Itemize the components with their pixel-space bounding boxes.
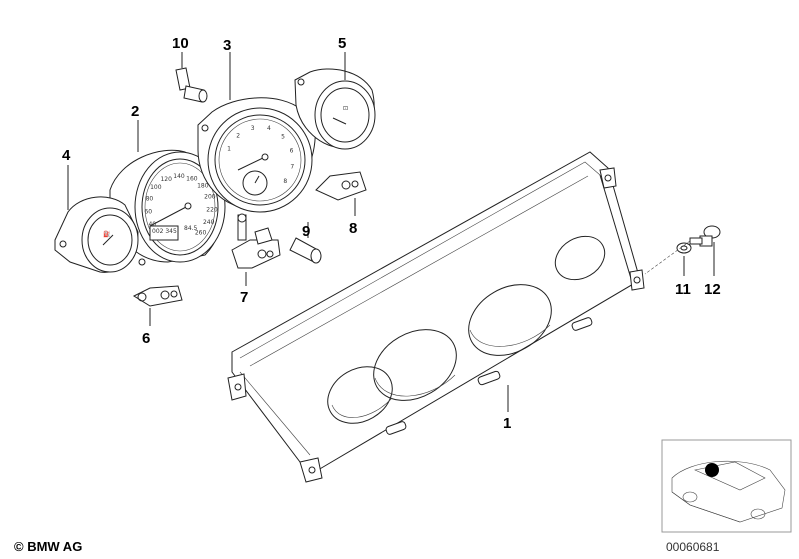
speedometer-tick-120: 120 (160, 176, 172, 183)
part-1-cluster-housing (227, 151, 645, 483)
tachometer-tick-6: 6 (290, 147, 294, 154)
callout-1: 1 (503, 415, 511, 432)
callouts: 1 2 3 4 5 6 7 8 9 10 11 12 (62, 35, 721, 432)
speedometer-tick-100: 100 (150, 184, 162, 191)
callout-6: 6 (142, 330, 150, 347)
document-number: 00060681 (666, 540, 720, 554)
car-locator-inset (661, 439, 792, 533)
callout-12: 12 (704, 281, 721, 298)
locator-dot (705, 463, 719, 477)
callout-5: 5 (338, 35, 346, 52)
part-5-gauge: ⊡ (294, 52, 376, 150)
speedometer-tick-180: 180 (197, 183, 209, 190)
tachometer-tick-8: 8 (283, 178, 287, 185)
part-4-small-gauge: ⛽ (54, 165, 146, 273)
part-11-washer (676, 242, 692, 276)
tachometer-tick-5: 5 (281, 133, 285, 140)
speedometer-tick-80: 80 (146, 196, 154, 203)
callout-3: 3 (223, 37, 231, 54)
svg-text:⛽: ⛽ (103, 230, 111, 238)
callout-2: 2 (131, 103, 139, 120)
part-10-connector (175, 52, 208, 103)
speedometer-tick-220: 220 (206, 207, 218, 214)
speedometer-tick-140: 140 (173, 173, 185, 180)
callout-10: 10 (172, 35, 189, 52)
callout-11: 11 (675, 281, 691, 298)
odometer-line-1: 002 345 (152, 228, 177, 235)
part-9-bulb (289, 222, 322, 264)
callout-9: 9 (302, 223, 310, 240)
tachometer-tick-4: 4 (267, 125, 271, 132)
callout-7: 7 (240, 289, 248, 306)
speedometer-tick-40: 40 (148, 221, 156, 228)
tachometer-tick-2: 2 (236, 132, 240, 139)
part-8-socket (315, 171, 367, 216)
copyright-label: © BMW AG (14, 539, 83, 554)
part-12-screw (689, 225, 721, 276)
speedometer-tick-260: 260 (195, 230, 207, 237)
screw-axis-line (644, 240, 691, 275)
odometer-line-2: 84.5 (184, 225, 198, 232)
part-7-socket (231, 213, 281, 286)
svg-text:⊡: ⊡ (343, 105, 348, 112)
tachometer-tick-7: 7 (290, 164, 294, 171)
speedometer-tick-240: 240 (203, 219, 215, 226)
part-6-socket (132, 285, 183, 326)
speedometer-tick-200: 200 (204, 194, 216, 201)
speedometer-tick-160: 160 (186, 175, 198, 182)
tachometer-tick-3: 3 (251, 125, 255, 132)
tachometer-tick-1: 1 (227, 146, 231, 153)
callout-8: 8 (349, 220, 357, 237)
speedometer-tick-60: 60 (144, 209, 152, 216)
callout-4: 4 (62, 147, 71, 164)
